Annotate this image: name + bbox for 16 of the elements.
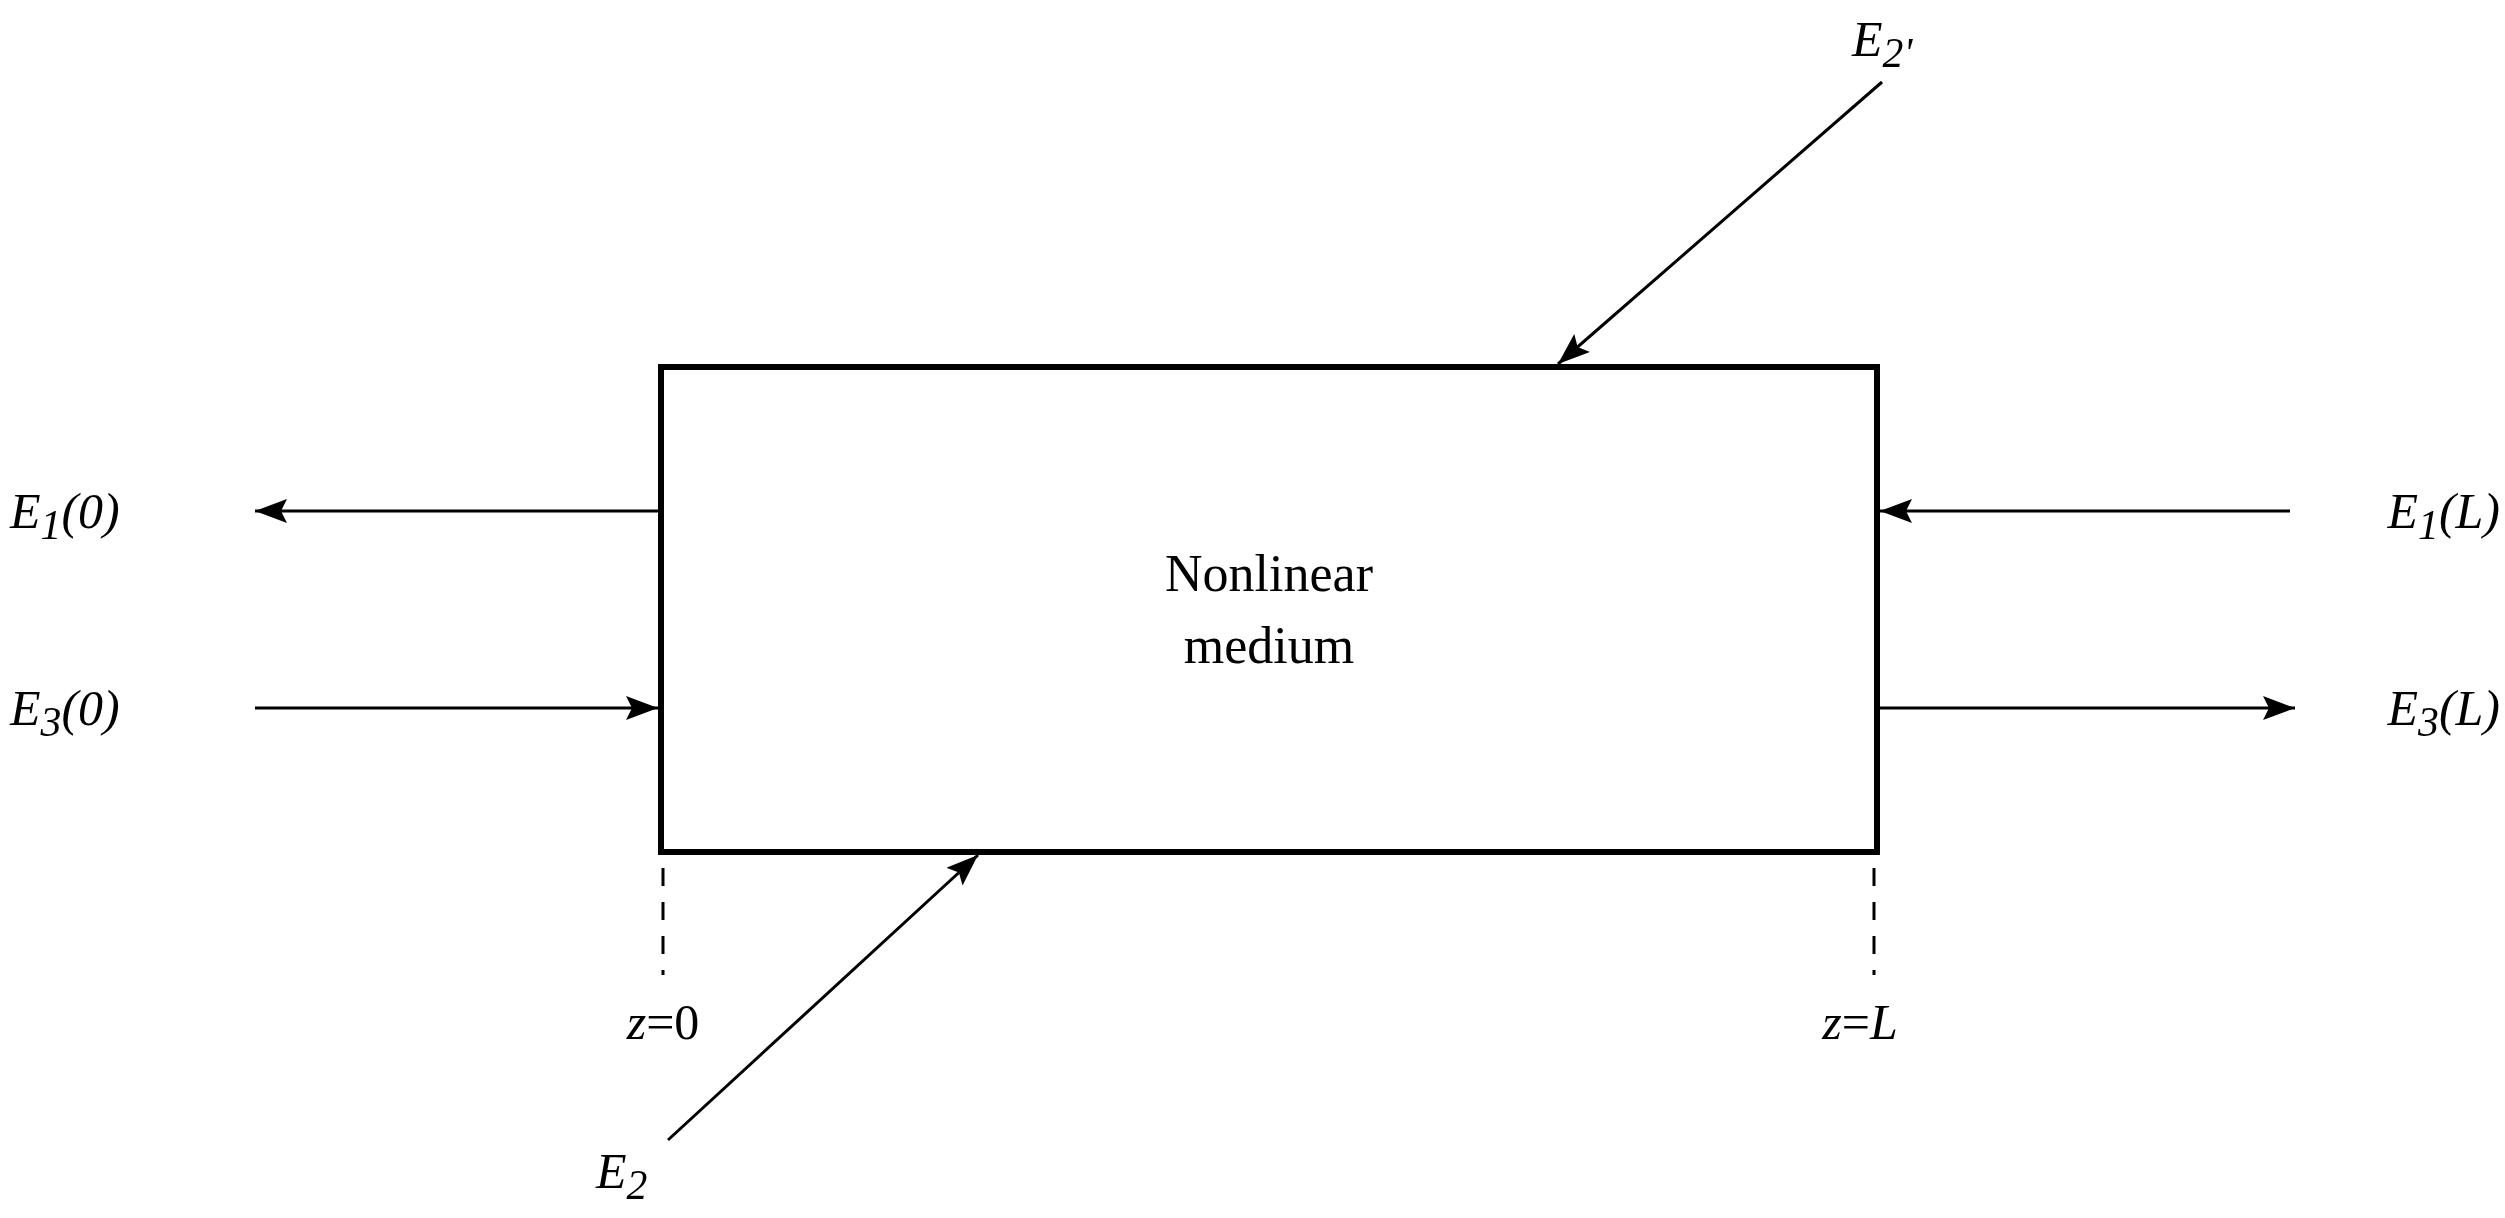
field-symbol: E$_{1}$(L)	[2387, 480, 2500, 556]
arrow	[1557, 80, 1883, 366]
medium-label: Nonlinear medium	[1164, 543, 1374, 676]
arrow	[1880, 499, 2290, 523]
field-symbol: E$_{3}$(L)	[2387, 677, 2500, 753]
arrow	[255, 499, 658, 523]
position-label: z=L	[1822, 993, 1898, 1052]
arrow	[1880, 696, 2295, 720]
position-label: z=0	[626, 993, 700, 1052]
field-symbol: E$_{2}$	[596, 1140, 648, 1216]
field-symbol: E$_{1}$(0)	[10, 480, 120, 556]
field-symbol: E$_{3}$(0)	[10, 677, 120, 753]
arrow	[255, 696, 658, 720]
arrow	[667, 853, 979, 1142]
field-symbol: E$_{2'}$	[1852, 8, 1913, 84]
medium-box	[658, 364, 1880, 855]
